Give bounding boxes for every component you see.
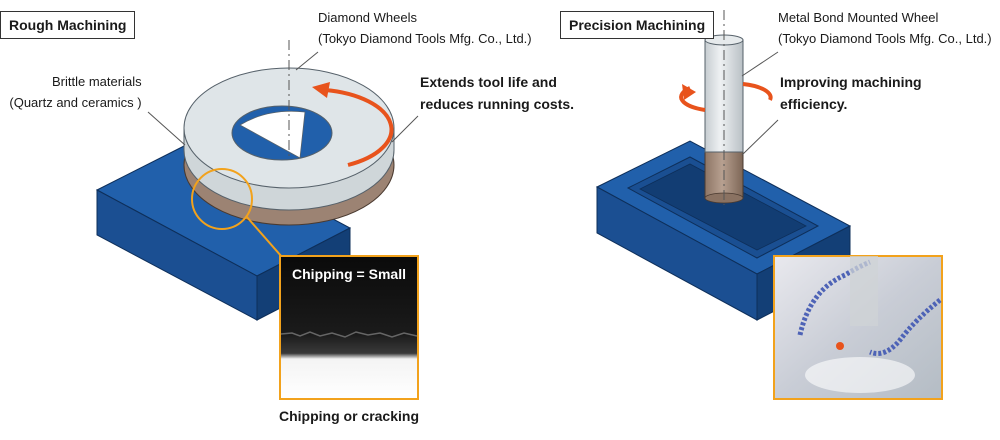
callout-leader <box>245 215 283 258</box>
chipping-inset <box>279 255 419 400</box>
wheel-leader-line <box>295 51 319 71</box>
diamond-wheel <box>183 40 395 226</box>
material-name: Brittle materials <box>52 74 142 89</box>
photo-bead-right <box>869 298 942 356</box>
diamond-wheel-name: Diamond Wheels <box>318 10 417 25</box>
chipping-edge <box>280 331 418 338</box>
material-label: Brittle materials (Quartz and ceramics ) <box>8 71 142 113</box>
precision-block <box>595 140 852 321</box>
photo-mist <box>805 357 915 393</box>
precision-benefit-line2: efficiency. <box>780 96 848 112</box>
rough-benefit: Extends tool life and reduces running co… <box>420 71 574 115</box>
rough-benefit-line1: Extends tool life and <box>420 74 557 90</box>
curved-arrow-icon <box>324 88 394 167</box>
mounted-wheel <box>704 10 744 205</box>
mounted-wheel-name: Metal Bond Mounted Wheel <box>778 10 939 25</box>
pin-leader-line <box>741 51 779 77</box>
arrowhead <box>312 82 330 98</box>
callout-circle <box>191 168 253 230</box>
photo-tool <box>850 256 878 326</box>
precision-benefit: Improving machining efficiency. <box>780 71 922 115</box>
rough-section-title: Rough Machining <box>0 11 136 39</box>
chipping-caption: Chipping or cracking <box>278 408 419 424</box>
mounted-wheel-maker: (Tokyo Diamond Tools Mfg. Co., Ltd.) <box>778 31 992 46</box>
photo-spark <box>836 342 844 350</box>
material-leader-line <box>147 111 186 146</box>
precision-benefit-line1: Improving machining <box>780 74 922 90</box>
material-examples: (Quartz and ceramics ) <box>9 95 142 110</box>
diamond-wheel-maker: (Tokyo Diamond Tools Mfg. Co., Ltd.) <box>318 31 532 46</box>
base-leader-line <box>391 115 419 143</box>
precision-section-title: Precision Machining <box>560 11 715 39</box>
rough-benefit-line2: reduces running costs. <box>420 96 575 112</box>
diamond-wheel-label: Diamond Wheels (Tokyo Diamond Tools Mfg.… <box>318 7 532 49</box>
chipping-result-text: Chipping = Small <box>292 266 406 282</box>
arrowhead-right <box>682 84 696 100</box>
pin-base-leader-line <box>741 119 779 156</box>
mounted-wheel-label: Metal Bond Mounted Wheel (Tokyo Diamond … <box>778 7 992 49</box>
